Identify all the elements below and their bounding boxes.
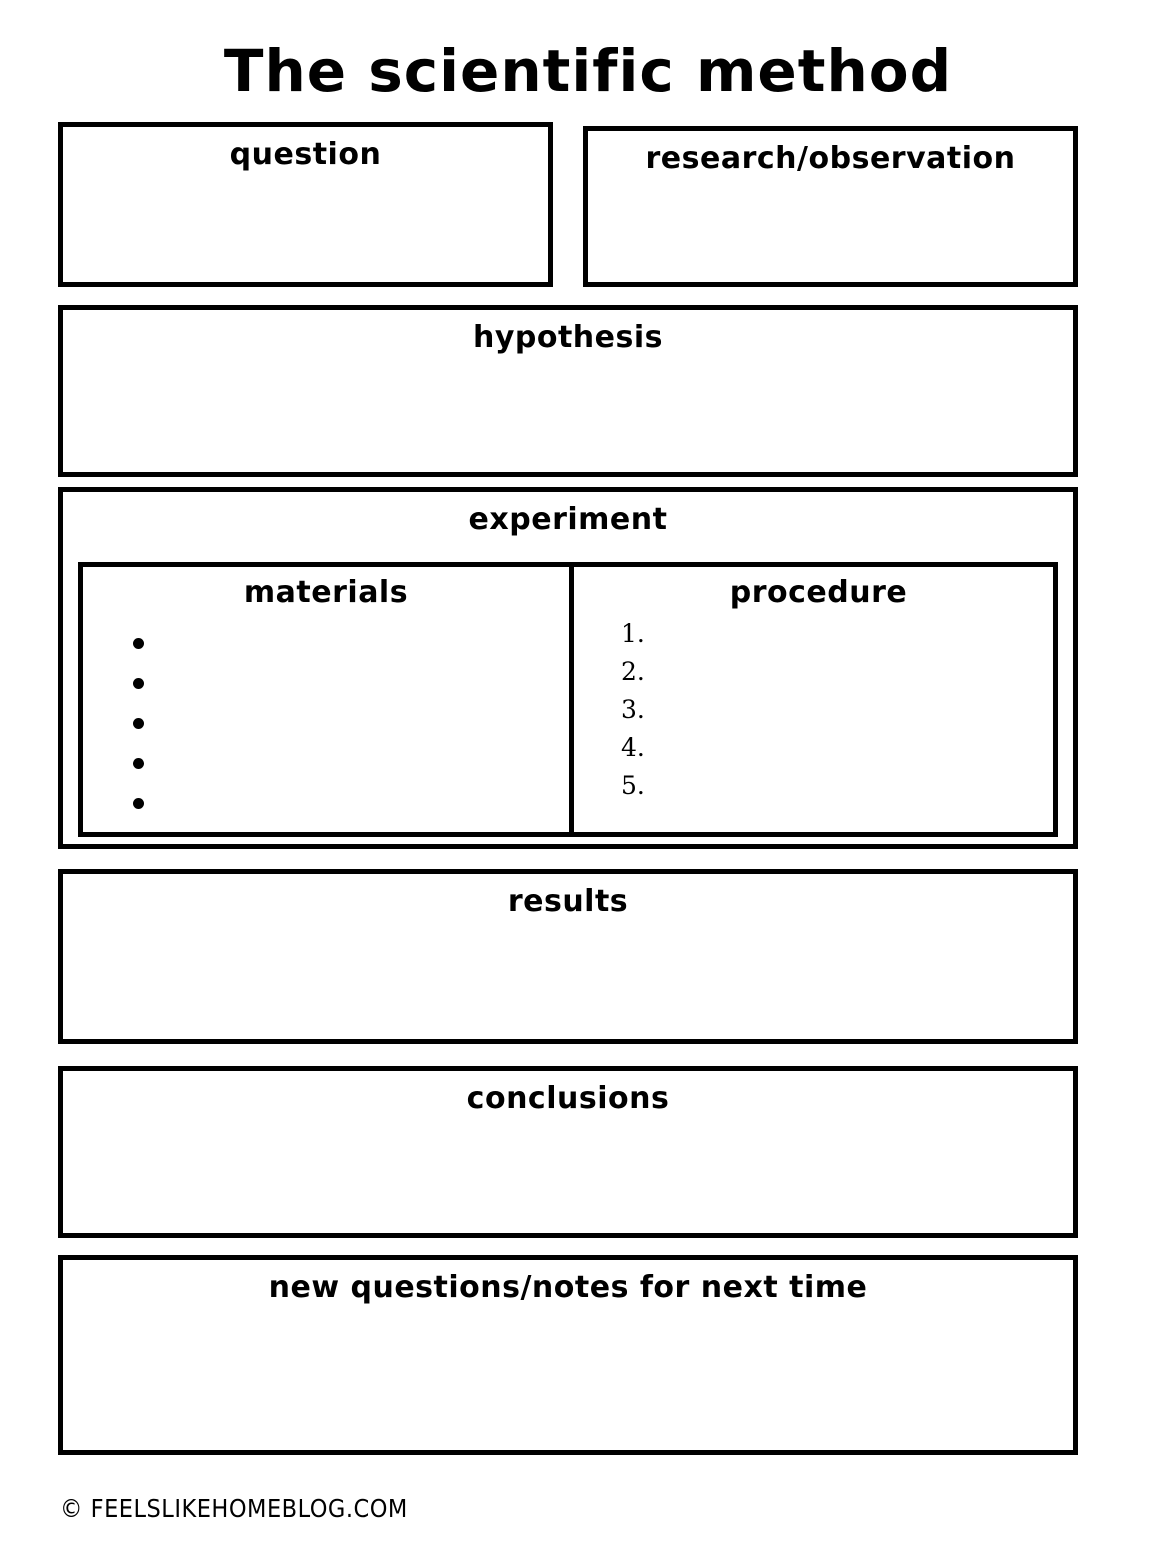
section-experiment-heading: experiment (468, 502, 668, 537)
experiment-procedure-column[interactable]: procedure 1. 2. 3. 4. 5. (574, 567, 1063, 832)
procedure-numbered-list: 1. 2. 3. 4. 5. (621, 615, 645, 805)
procedure-step[interactable]: 3. (621, 695, 645, 724)
experiment-inner-panel: materials procedure 1. 2. 3. 4. 5. (78, 562, 1058, 837)
section-research-observation[interactable]: research/observation (583, 126, 1078, 287)
section-conclusions-heading: conclusions (466, 1081, 670, 1116)
section-new-questions-notes-heading: new questions/notes for next time (268, 1270, 868, 1305)
section-results-heading: results (507, 884, 629, 919)
section-research-observation-heading: research/observation (645, 141, 1016, 176)
section-results[interactable]: results (58, 869, 1078, 1044)
section-conclusions[interactable]: conclusions (58, 1066, 1078, 1238)
copyright-footer: © FEELSLIKEHOMEBLOG.COM (60, 1494, 408, 1523)
section-hypothesis[interactable]: hypothesis (58, 305, 1078, 477)
experiment-materials-column[interactable]: materials (83, 567, 569, 832)
page-title: The scientific method (223, 37, 953, 105)
section-question[interactable]: question (58, 122, 553, 287)
materials-heading: materials (243, 575, 409, 610)
procedure-step[interactable]: 1. (621, 619, 645, 648)
section-question-heading: question (229, 137, 382, 172)
experiment-column-divider (569, 567, 574, 832)
section-new-questions-notes[interactable]: new questions/notes for next time (58, 1255, 1078, 1455)
procedure-step[interactable]: 2. (621, 657, 645, 686)
procedure-step[interactable]: 4. (621, 733, 645, 762)
procedure-step[interactable]: 5. (621, 771, 645, 800)
section-hypothesis-heading: hypothesis (472, 320, 664, 355)
procedure-heading: procedure (729, 575, 908, 610)
